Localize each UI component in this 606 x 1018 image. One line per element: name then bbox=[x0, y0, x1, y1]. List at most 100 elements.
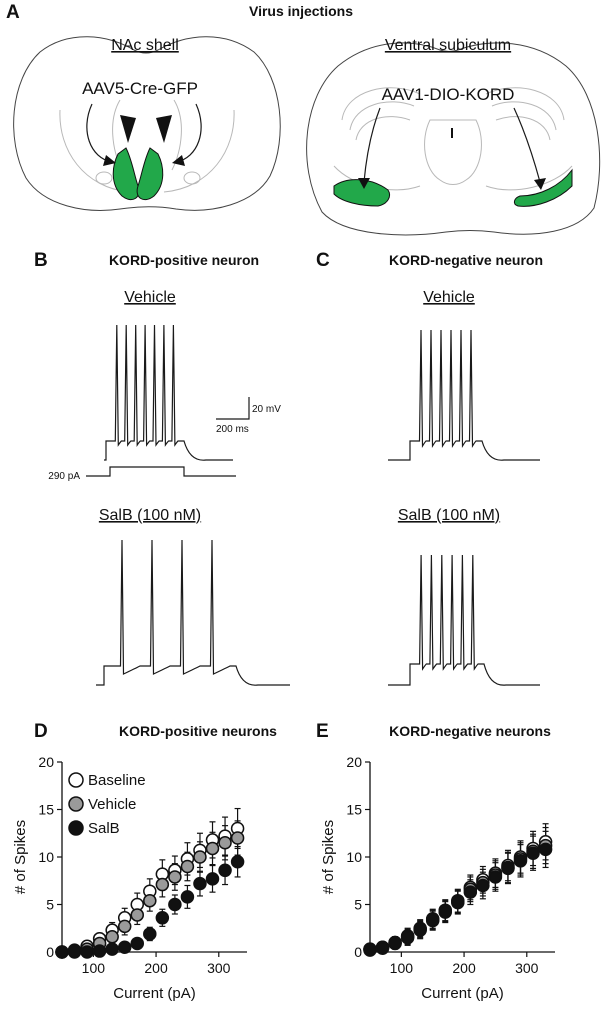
kord-neg-chart-point-salb bbox=[501, 861, 515, 876]
current-step-trace bbox=[86, 466, 236, 477]
kord-pos-chart-point-salb bbox=[168, 897, 182, 912]
panel-c: C KORD-negative neuron Vehicle SalB (100… bbox=[316, 250, 543, 686]
kord-pos-chart-point-vehicle bbox=[205, 841, 220, 856]
kord-pos-chart-y-tick-label: 10 bbox=[38, 849, 54, 865]
vs-hippocampus-left bbox=[333, 87, 421, 191]
kord-pos-chart-point-vehicle bbox=[117, 919, 132, 934]
panel-d-title: KORD-positive neurons bbox=[119, 723, 277, 739]
kord-neg-chart-point-salb bbox=[413, 923, 427, 937]
nac-commissure-left bbox=[95, 171, 113, 185]
kord-pos-chart-point-vehicle bbox=[143, 893, 157, 908]
scale-bar bbox=[216, 397, 250, 420]
nac-ventricle-right bbox=[171, 99, 182, 171]
nac-injection-left bbox=[112, 147, 140, 201]
vs-arrow-right bbox=[513, 107, 541, 183]
kord-pos-chart-x-label: Current (pA) bbox=[113, 985, 196, 1002]
kord-pos-chart-point-vehicle bbox=[105, 930, 119, 944]
kord-neg-chart-y-tick-label: 20 bbox=[346, 754, 362, 770]
kord-neg-chart-x-tick-label: 100 bbox=[390, 960, 414, 976]
kord-neg-chart-point-salb bbox=[375, 941, 390, 955]
kord-pos-chart-point-vehicle bbox=[130, 908, 145, 922]
kord-pos-chart-point-salb bbox=[80, 945, 94, 959]
kord-pos-chart-point-salb bbox=[117, 940, 132, 954]
kord-pos-chart-point-salb bbox=[130, 936, 145, 951]
panel-c-salb-label: SalB (100 nM) bbox=[398, 507, 500, 524]
panel-b-letter: B bbox=[34, 250, 48, 271]
panel-a-letter: A bbox=[6, 2, 20, 23]
kord-neg-chart-point-salb bbox=[488, 870, 503, 884]
kord-neg-chart-point-salb bbox=[400, 931, 415, 945]
kord-pos-chart-x-tick-label: 100 bbox=[82, 960, 106, 976]
nac-brain-outline bbox=[13, 36, 281, 211]
nac-brain-section: NAc shell AAV5-Cre-GFP bbox=[13, 36, 281, 211]
kord-neg-chart-y-tick-label: 0 bbox=[354, 944, 362, 960]
panel-c-vehicle-label: Vehicle bbox=[423, 289, 475, 306]
nac-region-label: NAc shell bbox=[111, 37, 179, 54]
vs-brain-section: Ventral subiculum AAV1-DIO-KORD bbox=[306, 37, 601, 236]
kord-pos-chart-y-tick-label: 5 bbox=[46, 897, 54, 913]
vs-region-label: Ventral subiculum bbox=[385, 37, 511, 54]
panel-e-letter: E bbox=[316, 721, 329, 742]
kord-neg-vehicle-trace bbox=[388, 329, 540, 461]
kord-pos-chart-y-tick-label: 15 bbox=[38, 802, 54, 818]
kord-pos-chart-point-salb bbox=[230, 855, 245, 869]
kord-pos-chart-legend-marker-salb bbox=[68, 820, 84, 836]
nac-commissure-right bbox=[183, 171, 201, 185]
nac-arrow-left bbox=[86, 103, 113, 163]
kord-neg-chart-point-salb bbox=[425, 913, 440, 928]
nac-arrowhead-left bbox=[103, 155, 116, 166]
kord-pos-chart-y-tick-label: 0 bbox=[46, 944, 54, 960]
kord-neg-chart-y-tick-label: 5 bbox=[354, 897, 362, 913]
kord-pos-chart-point-salb bbox=[67, 945, 82, 959]
kord-pos-chart-point-vehicle bbox=[168, 870, 182, 884]
nac-arrowhead-right bbox=[172, 155, 185, 166]
kord-neg-chart-y-tick-label: 10 bbox=[346, 849, 362, 865]
kord-pos-chart-point-salb bbox=[193, 876, 207, 891]
kord-pos-chart-point-vehicle bbox=[193, 850, 207, 864]
kord-pos-chart-legend-marker-baseline bbox=[68, 772, 84, 788]
vs-virus-label: AAV1-DIO-KORD bbox=[382, 85, 515, 104]
kord-neg-chart-point-salb bbox=[463, 885, 478, 899]
kord-pos-chart-x-tick-label: 300 bbox=[207, 960, 231, 976]
panel-b-salb-label: SalB (100 nM) bbox=[99, 507, 201, 524]
panel-a: A Virus injections NAc shell AAV5-Cre-GF… bbox=[6, 2, 601, 236]
kord-neg-chart-point-salb bbox=[438, 905, 453, 919]
nac-virus-label: AAV5-Cre-GFP bbox=[82, 79, 198, 98]
kord-neg-chart-point-salb bbox=[513, 854, 528, 868]
kord-pos-chart-point-vehicle bbox=[230, 831, 245, 845]
kord-pos-chart-x-tick-label: 200 bbox=[144, 960, 168, 976]
kord-pos-chart-point-salb bbox=[180, 890, 195, 904]
kord-neg-chart-y-label: # of Spikes bbox=[320, 820, 337, 894]
panel-b: B KORD-positive neuron Vehicle 290 pA 20… bbox=[34, 250, 290, 686]
vs-arrow-left bbox=[363, 107, 381, 183]
kord-pos-chart-legend-marker-vehicle bbox=[68, 796, 84, 812]
scale-bar-voltage: 20 mV bbox=[252, 404, 281, 415]
kord-pos-chart-point-salb bbox=[218, 863, 232, 878]
kord-pos-chart-point-vehicle bbox=[218, 836, 232, 850]
kord-neg-chart-point-salb bbox=[526, 846, 540, 860]
kord-neg-chart-point-salb bbox=[476, 878, 490, 893]
current-step-label: 290 pA bbox=[48, 471, 80, 482]
kord-neg-chart-point-salb bbox=[451, 895, 465, 910]
nac-ventricle-black-left bbox=[120, 115, 136, 143]
kord-neg-chart-x-tick-label: 200 bbox=[452, 960, 476, 976]
kord-pos-chart-point-salb bbox=[105, 942, 119, 956]
nac-cortex-line bbox=[59, 109, 235, 193]
kord-pos-salb-trace bbox=[96, 539, 290, 686]
panel-e-title: KORD-negative neurons bbox=[389, 723, 551, 739]
kord-pos-chart-point-salb bbox=[143, 927, 157, 941]
kord-neg-chart-point-salb bbox=[538, 842, 553, 857]
panel-c-letter: C bbox=[316, 250, 330, 271]
panel-b-title: KORD-positive neuron bbox=[109, 252, 259, 268]
kord-pos-chart-legend-label-vehicle: Vehicle bbox=[88, 796, 136, 813]
scale-bar-time: 200 ms bbox=[216, 424, 249, 435]
kord-pos-chart-point-salb bbox=[205, 872, 220, 886]
vs-hippocampus-right bbox=[485, 87, 573, 191]
kord-neg-chart-y-tick-label: 15 bbox=[346, 802, 362, 818]
vs-arrowhead-left bbox=[358, 178, 370, 189]
